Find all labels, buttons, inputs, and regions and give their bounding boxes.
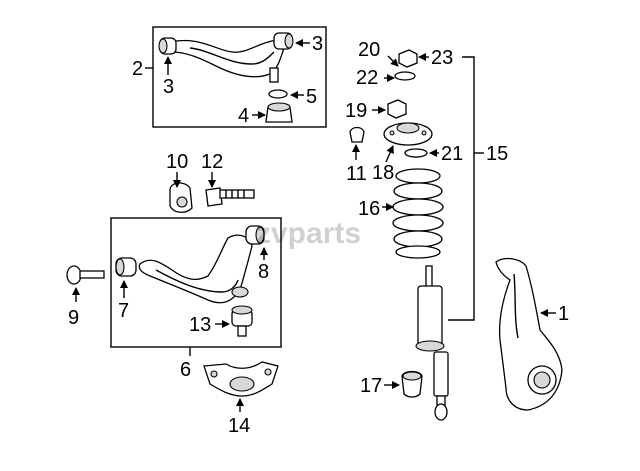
callout-16: 16 xyxy=(358,198,380,220)
upper-ball-joint-stud xyxy=(269,67,279,83)
callout-2: 2 xyxy=(132,58,143,80)
cam-bolt-12 xyxy=(205,187,223,207)
nut-20 xyxy=(398,49,418,68)
strut-top-parts xyxy=(349,49,433,158)
watermark: zvparts xyxy=(256,217,361,250)
nut-19 xyxy=(387,99,407,119)
lower-ball-joint-13 xyxy=(231,305,253,337)
callout-23: 23 xyxy=(431,47,453,69)
callout-10: 10 xyxy=(166,151,188,173)
shock-absorber xyxy=(415,265,449,421)
callout-19: 19 xyxy=(345,100,367,122)
bolt-9 xyxy=(66,265,105,285)
callout-3-right: 3 xyxy=(312,33,323,55)
callout-9: 9 xyxy=(68,307,79,329)
callout-22: 22 xyxy=(356,67,378,89)
lower-control-arm xyxy=(138,234,253,304)
callout-4: 4 xyxy=(238,105,249,127)
upper-control-arm-group xyxy=(145,26,327,128)
callout-6: 6 xyxy=(180,359,191,381)
steering-knuckle-1 xyxy=(495,257,563,411)
callout-21: 21 xyxy=(441,143,463,165)
lower-arm-group-box xyxy=(110,217,282,348)
callout-3-left: 3 xyxy=(163,76,174,98)
cap-11 xyxy=(349,126,365,143)
callout-11: 11 xyxy=(346,163,367,185)
washer-22 xyxy=(394,71,416,81)
coil-spring-16 xyxy=(392,168,444,259)
upper-arm-group-box xyxy=(152,26,327,128)
lower-control-arm-group xyxy=(110,217,282,356)
callout-12: 12 xyxy=(201,151,223,173)
callout-1: 1 xyxy=(558,303,569,325)
shock-bushing-17 xyxy=(401,370,423,398)
cam-parts xyxy=(169,182,255,213)
callout-18: 18 xyxy=(372,162,394,184)
callout-8: 8 xyxy=(258,261,269,283)
callout-13: 13 xyxy=(189,314,211,336)
callout-5: 5 xyxy=(306,86,317,108)
callout-17: 17 xyxy=(360,375,382,397)
washer-5 xyxy=(268,89,288,99)
callout-15: 15 xyxy=(486,143,508,165)
seat-21 xyxy=(404,148,428,158)
bracket-14 xyxy=(203,361,279,397)
callout-7: 7 xyxy=(118,300,129,322)
callout-14: 14 xyxy=(228,415,250,437)
callout-20: 20 xyxy=(358,39,380,61)
